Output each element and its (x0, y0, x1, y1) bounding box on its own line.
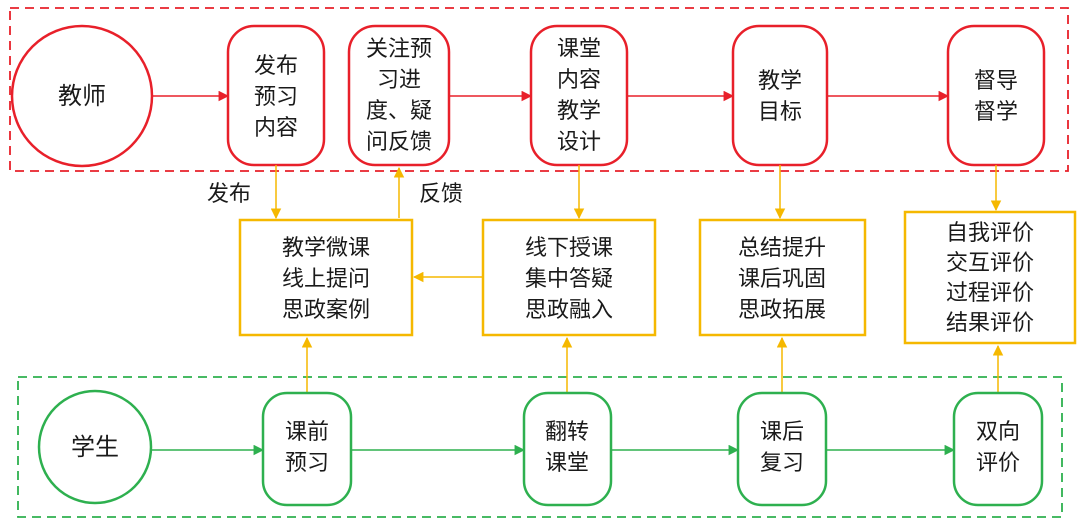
middle-box-4-line-2: 交互评价 (946, 251, 1034, 276)
teacher-step-3-line-1: 课堂 (557, 37, 601, 62)
feedback-label: 反馈 (419, 182, 463, 207)
teacher-step-5-line-1: 督导 (974, 69, 1018, 94)
middle-box-1-line-2: 线上提问 (282, 267, 370, 292)
middle-box-3-line-1: 总结提升 (738, 236, 826, 261)
middle-box-4-line-1: 自我评价 (946, 221, 1034, 246)
publish-label: 发布 (207, 182, 251, 207)
teacher-step-lesson-design: 课堂 内容 教学 设计 (529, 24, 629, 167)
student-step-preview: 课前 预习 (261, 391, 353, 507)
student-step-1-line-2: 预习 (285, 451, 329, 476)
teacher-step-3-line-3: 教学 (557, 99, 601, 124)
teacher-step-supervise: 督导 督学 (946, 24, 1046, 167)
middle-box-4-line-3: 过程评价 (946, 281, 1034, 306)
middle-box-3-line-2: 课后巩固 (738, 267, 826, 292)
teacher-step-track-progress: 关注预 习进 度、疑 问反馈 (347, 24, 451, 167)
teacher-step-publish-preview: 发布 预习 内容 (226, 24, 326, 167)
teacher-group-frame (9, 7, 1069, 172)
middle-box-offline: 线下授课 集中答疑 思政融入 (481, 218, 657, 337)
teacher-step-1-line-1: 发布 (254, 54, 298, 79)
middle-box-1-line-3: 思政案例 (282, 298, 370, 323)
middle-box-2-line-1: 线下授课 (525, 236, 613, 261)
teacher-step-2-line-1: 关注预 (366, 37, 432, 62)
student-actor-label: 学生 (71, 433, 119, 461)
student-actor-node (37, 389, 153, 505)
teacher-step-4-line-2: 目标 (758, 100, 802, 125)
middle-box-3-line-3: 思政拓展 (738, 298, 826, 323)
teacher-step-2-line-3: 度、疑 (366, 99, 432, 124)
student-step-1-line-1: 课前 (285, 420, 329, 445)
middle-box-online: 教学微课 线上提问 思政案例 (238, 218, 414, 337)
student-step-2-line-1: 翻转 (545, 420, 589, 445)
student-step-3-line-2: 复习 (760, 451, 804, 476)
teacher-step-3-line-4: 设计 (557, 130, 601, 155)
teacher-step-1-line-3: 内容 (254, 116, 298, 141)
teacher-step-3-line-2: 内容 (557, 68, 601, 93)
middle-box-consolidate: 总结提升 课后巩固 思政拓展 (698, 218, 867, 337)
middle-box-evaluation: 自我评价 交互评价 过程评价 结果评价 (903, 210, 1077, 345)
student-step-4-line-2: 评价 (976, 451, 1020, 476)
student-step-review: 课后 复习 (736, 391, 828, 507)
teacher-step-1-line-2: 预习 (254, 85, 298, 110)
teacher-step-2-line-2: 习进 (377, 68, 421, 93)
teacher-step-2-line-4: 问反馈 (366, 130, 432, 155)
teacher-step-4-line-1: 教学 (758, 69, 802, 94)
teacher-actor-label: 教师 (58, 82, 106, 110)
student-step-4-line-1: 双向 (976, 420, 1020, 445)
student-step-flipped-class: 翻转 课堂 (522, 391, 613, 507)
student-step-3-line-1: 课后 (760, 420, 804, 445)
student-step-2-line-2: 课堂 (545, 451, 589, 476)
student-group-frame (17, 376, 1063, 518)
teacher-step-5-line-2: 督学 (974, 100, 1018, 125)
middle-box-2-line-2: 集中答疑 (525, 267, 613, 292)
student-step-evaluate: 双向 评价 (952, 391, 1044, 507)
teacher-step-teaching-goal: 教学 目标 (731, 24, 829, 167)
middle-box-4-line-4: 结果评价 (946, 311, 1034, 336)
middle-box-2-line-3: 思政融入 (525, 298, 613, 323)
middle-box-1-line-1: 教学微课 (282, 236, 370, 261)
